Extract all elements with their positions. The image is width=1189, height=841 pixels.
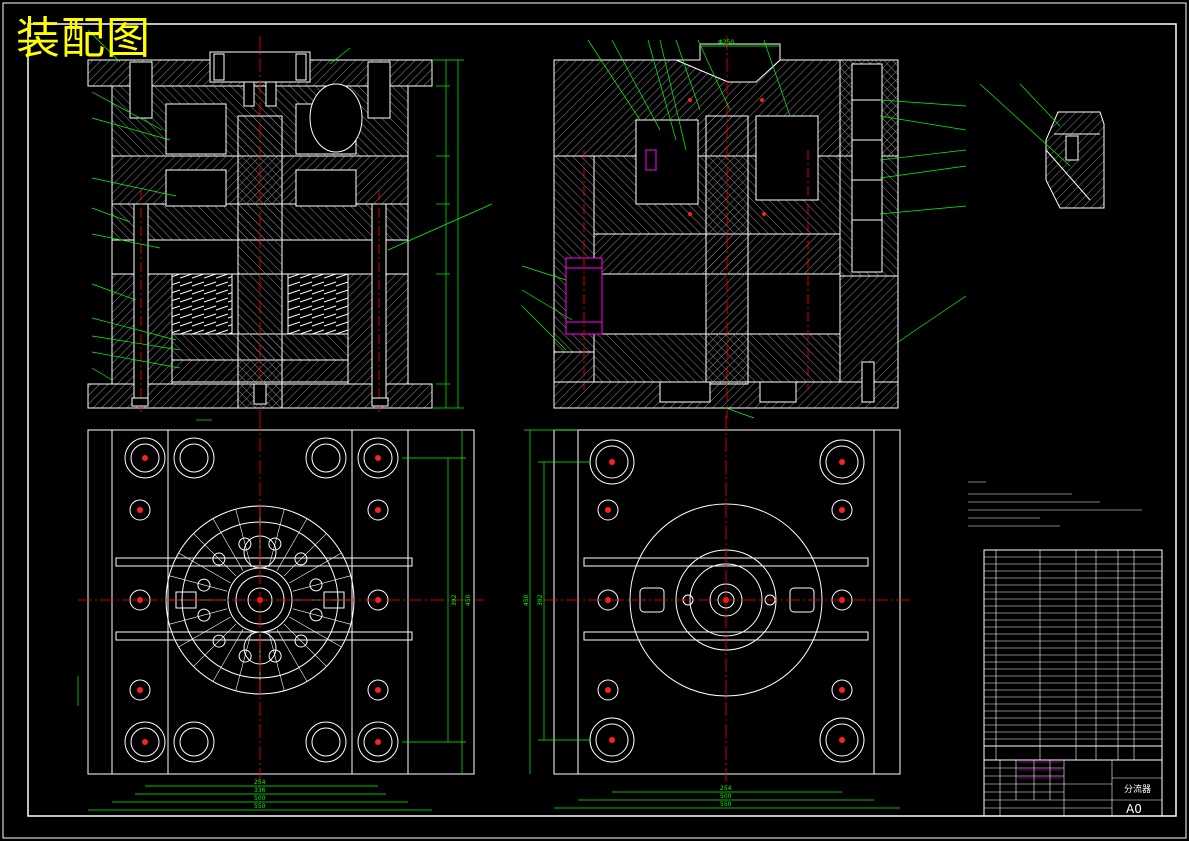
parts-list <box>983 549 1163 761</box>
right-section-view <box>521 36 967 419</box>
sheet-inner-border <box>27 23 1177 817</box>
detail-view <box>979 83 1105 209</box>
technical-notes <box>968 481 1142 527</box>
right-plan-view <box>524 416 910 809</box>
drawing-title: 装配图 <box>16 13 151 64</box>
title-block <box>983 759 1163 817</box>
left-section-view <box>87 29 493 416</box>
left-plan-view <box>77 416 484 811</box>
